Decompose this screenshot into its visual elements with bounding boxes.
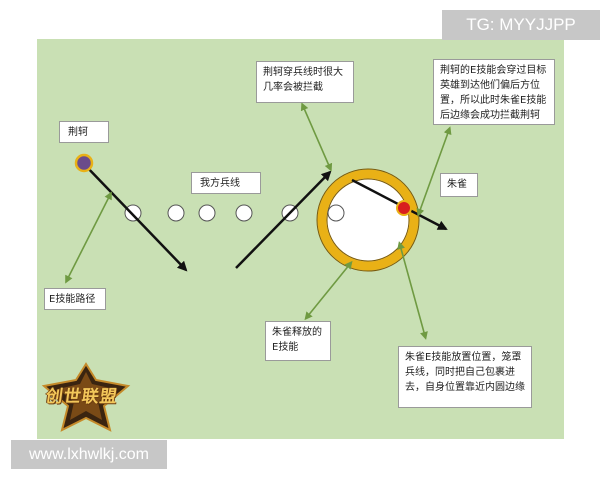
zhuque-dot (396, 200, 412, 216)
pointer-pass-minions (300, 102, 333, 172)
label-our-minions: 我方兵线 (191, 172, 261, 194)
minion-line (124, 204, 345, 222)
e-path-arrow-2 (235, 170, 332, 269)
callout-pointers (65, 102, 452, 340)
logo-emblem-icon (41, 362, 131, 432)
pointer-e-path (65, 191, 112, 284)
minion-6 (327, 204, 345, 222)
minion-3 (198, 204, 216, 222)
label-jingke: 荆轲 (59, 121, 109, 143)
pointer-zhuque-e-place (397, 241, 428, 340)
label-e-path: E技能路径 (44, 288, 106, 310)
label-zhuque: 朱雀 (440, 173, 478, 197)
pointer-zhuque-e (304, 260, 353, 321)
pointer-e-pass-hero (416, 126, 452, 217)
minion-4 (235, 204, 253, 222)
watermark-top: TG: MYYJJPP (442, 10, 600, 40)
label-e-pass-hero: 荆轲的E技能会穿过目标英雄到达他们偏后方位置，所以此时朱雀E技能后边缘会成功拦截… (433, 59, 555, 125)
minion-2 (167, 204, 185, 222)
watermark-bottom: www.lxhwlkj.com (11, 440, 167, 469)
zhuque-e-ring (316, 168, 420, 272)
game-logo: 创世联盟 (40, 362, 132, 432)
e-path-arrow-1 (83, 163, 188, 272)
jingke-dot (74, 153, 94, 173)
label-zhuque-e-place: 朱雀E技能放置位置，笼罩兵线，同时把自己包裹进去，自身位置靠近内圆边缘 (398, 346, 532, 408)
label-pass-minions: 荆轲穿兵线时很大几率会被拦截 (256, 61, 354, 103)
label-zhuque-e: 朱雀释放的E技能 (265, 321, 331, 361)
logo-text: 创世联盟 (44, 387, 120, 407)
